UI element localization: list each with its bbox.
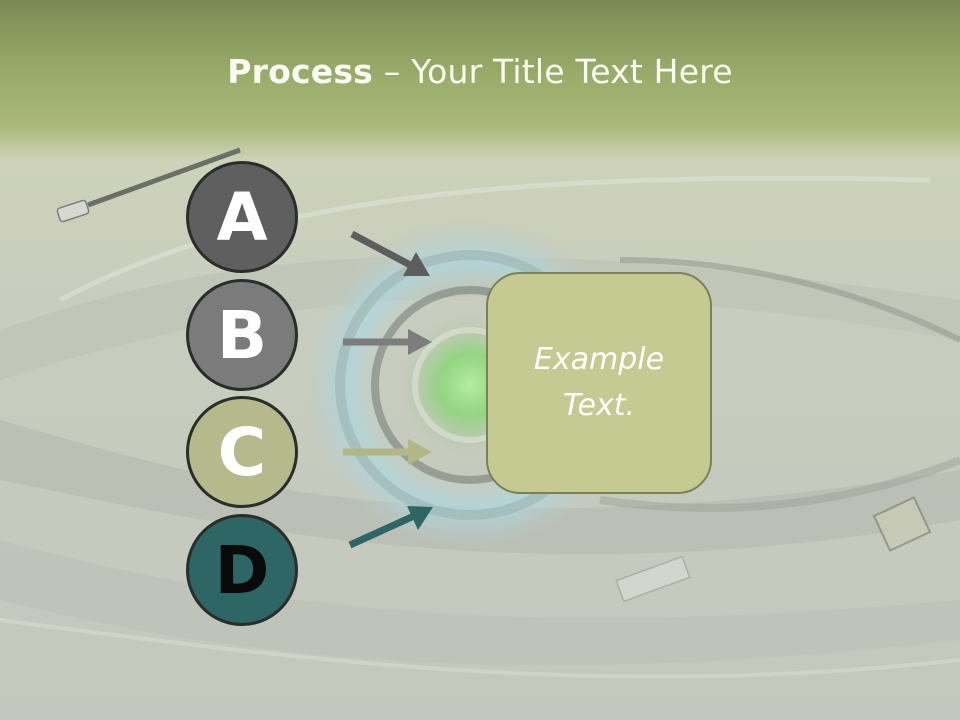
- step-b-circle: B: [186, 279, 298, 391]
- arrow-a: [350, 230, 430, 276]
- step-c-letter: C: [217, 413, 267, 491]
- step-d-circle: D: [186, 514, 298, 626]
- slide-title: Process – Your Title Text Here: [0, 52, 960, 91]
- step-a-letter: A: [216, 178, 268, 256]
- title-bold: Process: [227, 52, 374, 91]
- title-rest: – Your Title Text Here: [373, 52, 733, 91]
- step-d-letter: D: [214, 531, 270, 609]
- arrow-d: [348, 506, 433, 549]
- step-b-letter: B: [216, 296, 268, 374]
- step-c-circle: C: [186, 396, 298, 508]
- arrow-c: [343, 439, 432, 465]
- arrow-b: [343, 329, 432, 355]
- example-text-box: Example Text.: [486, 272, 712, 494]
- example-text: Example Text.: [533, 342, 665, 423]
- step-a-circle: A: [186, 161, 298, 273]
